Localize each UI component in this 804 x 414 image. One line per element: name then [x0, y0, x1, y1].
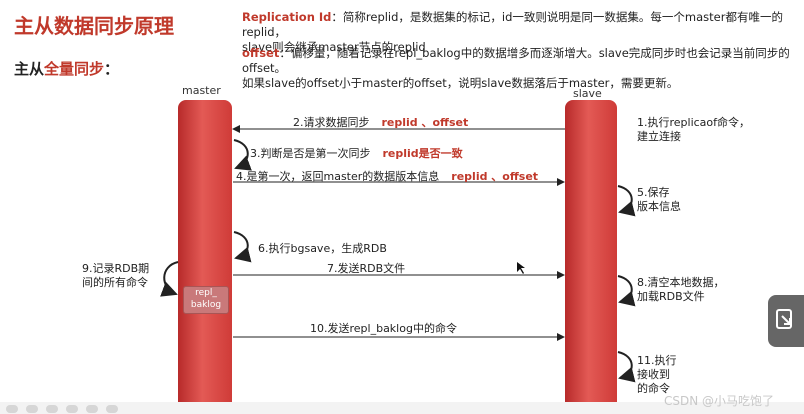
step5-line1: 5.保存: [637, 186, 670, 199]
toolbar-dot-4[interactable]: [66, 405, 78, 413]
step8-label: 8.清空本地数据， 加载RDB文件: [637, 276, 725, 304]
section-subtitle: 主从全量同步：: [14, 58, 119, 79]
replication-id-line1: ：简称replid，是数据集的标记，id一致则说明是同一数据集。每一个maste…: [242, 10, 783, 39]
loop-step8: [617, 275, 636, 307]
step11-line1: 11.执行: [637, 354, 677, 367]
slave-label: slave: [573, 87, 602, 100]
offset-note: offset：偏移量，随着记录在repl_baklog中的数据增多而逐渐增大。s…: [242, 46, 802, 91]
step7-label: 7.发送RDB文件: [327, 262, 406, 275]
step3-extra: replid是否一致: [382, 147, 463, 160]
toolbar-dot-5[interactable]: [86, 405, 98, 413]
replication-id-line2: slave则会继承master节点的replid: [242, 40, 426, 54]
step2-label: 2.请求数据同步 replid 、offset: [293, 114, 468, 130]
page-title: 主从数据同步原理: [14, 14, 174, 38]
master-lane: [178, 100, 232, 412]
step2-text: 2.请求数据同步: [293, 116, 370, 129]
bottom-toolbar: [0, 402, 804, 414]
exit-fullscreen-button[interactable]: [768, 295, 804, 347]
loop-step5: [617, 185, 636, 217]
subtitle-prefix: 主从: [14, 60, 45, 78]
step3-text: 3.判断是否是第一次同步: [250, 147, 371, 160]
mouse-cursor-icon: [517, 262, 525, 274]
step1-line2: 建立连接: [637, 130, 681, 143]
step5-line2: 版本信息: [637, 200, 681, 213]
loop-step3: [233, 139, 252, 171]
step8-line1: 8.清空本地数据，: [637, 276, 725, 289]
toolbar-dot-1[interactable]: [6, 405, 18, 413]
exit-icon: [776, 309, 792, 329]
watermark: CSDN @小马吃饱了: [664, 394, 775, 408]
step9-line1: 9.记录RDB期: [82, 262, 150, 275]
master-label: master: [182, 84, 221, 97]
step3-label: 3.判断是否是第一次同步 replid是否一致: [250, 145, 463, 161]
step4-extra: replid 、offset: [451, 170, 539, 183]
step11-line3: 的命令: [637, 382, 670, 395]
offset-key: offset: [242, 46, 280, 60]
step4-label: 4.是第一次，返回master的数据版本信息 replid 、offset: [236, 168, 538, 184]
step6-label: 6.执行bgsave，生成RDB: [258, 242, 387, 255]
step9-line2: 间的所有命令: [82, 276, 148, 289]
step5-label: 5.保存 版本信息: [637, 186, 681, 214]
buffer-line1: repl_: [195, 288, 217, 298]
step9-label: 9.记录RDB期 间的所有命令: [82, 262, 149, 290]
replication-id-note: Replication Id：简称replid，是数据集的标记，id一致则说明是…: [242, 10, 802, 55]
slave-lane: [565, 100, 617, 412]
loop-step6: [233, 231, 252, 263]
loop-step11: [617, 351, 636, 383]
step1-line1: 1.执行replicaof命令，: [637, 116, 751, 129]
step11-line2: 接收到: [637, 368, 670, 381]
toolbar-dot-2[interactable]: [26, 405, 38, 413]
toolbar-dot-3[interactable]: [46, 405, 58, 413]
loop-step9: [160, 261, 179, 297]
step11-label: 11.执行 接收到 的命令: [637, 354, 677, 396]
offset-line1: ：偏移量，随着记录在repl_baklog中的数据增多而逐渐增大。slave完成…: [242, 46, 790, 75]
subtitle-suffix: ：: [104, 60, 120, 78]
step1-label: 1.执行replicaof命令， 建立连接: [637, 116, 750, 144]
repl-baklog-buffer: repl_ baklog: [183, 286, 229, 314]
offset-line2: 如果slave的offset小于master的offset，说明slave数据落…: [242, 76, 679, 90]
step10-label: 10.发送repl_baklog中的命令: [310, 322, 457, 335]
step2-extra: replid 、offset: [381, 116, 469, 129]
subtitle-highlight: 全量同步: [44, 60, 105, 78]
step4-text: 4.是第一次，返回master的数据版本信息: [236, 170, 440, 183]
toolbar-dot-6[interactable]: [106, 405, 118, 413]
replication-id-key: Replication Id: [242, 10, 332, 24]
step8-line2: 加载RDB文件: [637, 290, 705, 303]
buffer-line2: baklog: [190, 300, 222, 310]
